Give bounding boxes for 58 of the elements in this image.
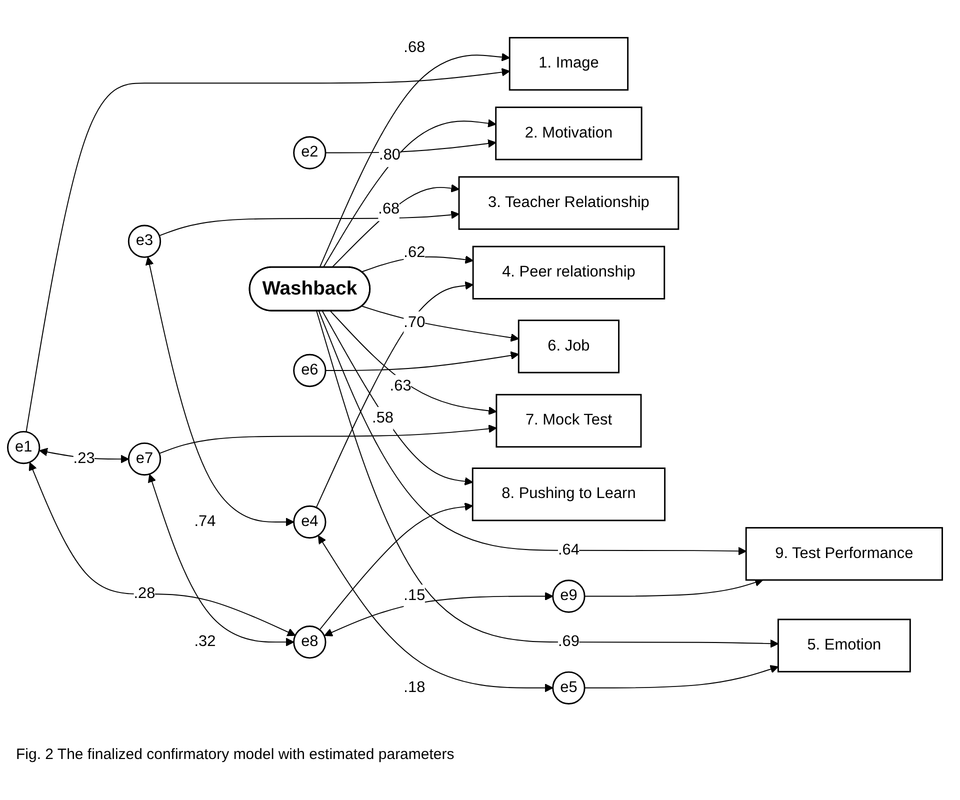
arrow xyxy=(158,210,460,236)
node-circle: e9 xyxy=(552,579,586,613)
node-box: 9. Test Performance xyxy=(745,526,943,580)
node-circle: e6 xyxy=(293,354,326,387)
edge-label: .32 xyxy=(194,633,216,650)
edge-label: .62 xyxy=(404,244,426,261)
node-box: 5. Emotion xyxy=(777,618,911,672)
arrow xyxy=(324,592,554,636)
arrow xyxy=(28,462,296,636)
node-circle: e7 xyxy=(128,442,162,476)
node-box: 1. Image xyxy=(508,36,629,90)
edge-label: .15 xyxy=(404,587,426,604)
edge-label: .64 xyxy=(558,541,580,558)
node-circle: e3 xyxy=(128,224,162,258)
arrow xyxy=(584,664,779,688)
edge-label: .28 xyxy=(134,585,156,602)
arrow xyxy=(319,502,474,630)
arrow xyxy=(584,578,764,596)
node-circle: e4 xyxy=(293,505,326,538)
arrow xyxy=(322,118,496,268)
node-box: 3. Teacher Relationship xyxy=(458,176,680,230)
arrow xyxy=(148,474,294,646)
arrow xyxy=(362,306,520,342)
node-box: 6. Job xyxy=(518,319,620,374)
edge-label: .70 xyxy=(404,314,426,330)
arrow xyxy=(145,256,294,526)
node-box: 4. Peer relationship xyxy=(472,246,666,300)
edge-label: .23 xyxy=(73,450,95,467)
edge-label: .80 xyxy=(379,146,401,164)
node-circle: e5 xyxy=(552,671,586,704)
arrow xyxy=(26,68,510,432)
arrow xyxy=(318,535,554,692)
figure-caption: Fig. 2 The finalized confirmatory model with estimated parameters xyxy=(15,745,456,765)
edge-label: .74 xyxy=(194,513,216,530)
arrow xyxy=(361,255,474,272)
node-box: 7. Mock Test xyxy=(496,394,642,448)
arrow xyxy=(330,310,497,415)
node-circle: e2 xyxy=(293,136,326,170)
arrow xyxy=(322,310,474,486)
arrow xyxy=(325,351,520,371)
arrow xyxy=(319,52,510,268)
edge-label: .18 xyxy=(404,678,426,696)
arrow xyxy=(318,310,746,556)
arrow xyxy=(316,310,779,648)
node-box: 8. Pushing to Learn xyxy=(472,467,666,521)
node-circle: e1 xyxy=(7,430,40,464)
node-box: 2. Motivation xyxy=(495,106,642,160)
arrow xyxy=(316,281,474,508)
arrow xyxy=(39,448,130,464)
arrow xyxy=(158,424,497,454)
edge-label: .69 xyxy=(558,633,580,650)
edge-label: .68 xyxy=(404,39,426,56)
node-circle: e8 xyxy=(293,625,326,658)
arrow xyxy=(325,139,496,153)
edge-label: .63 xyxy=(390,378,412,394)
edge-label: .68 xyxy=(378,200,400,218)
arrow xyxy=(331,184,460,268)
edge-label: .58 xyxy=(372,410,394,426)
